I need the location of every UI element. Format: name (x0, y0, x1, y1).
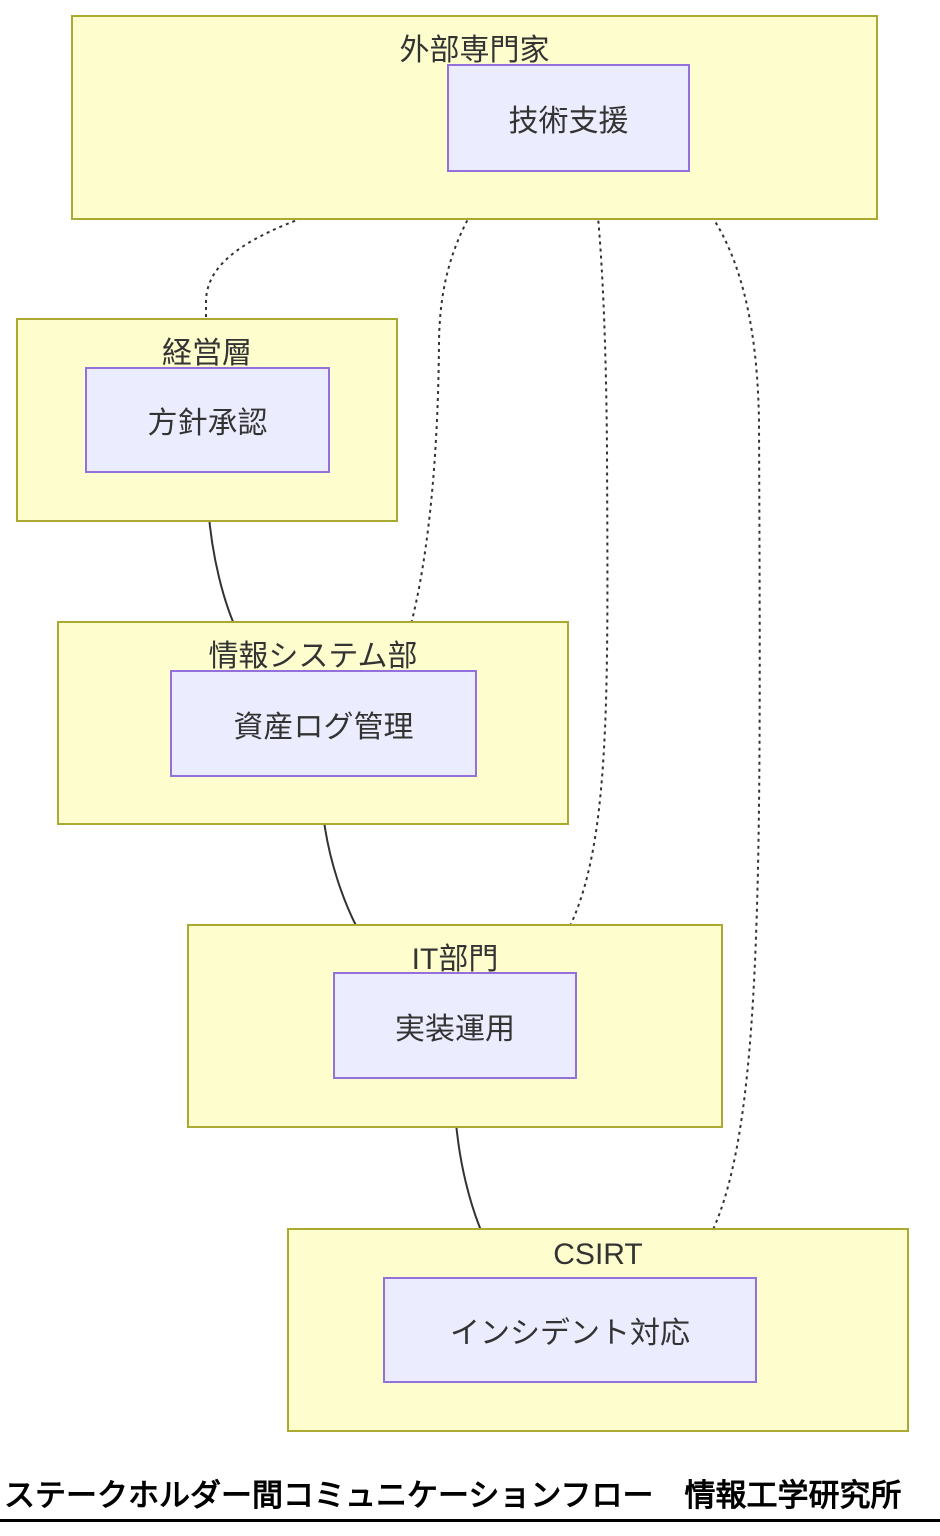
edge-tech-support-to-asset-log (398, 172, 498, 660)
node-asset-log-management: 資産ログ管理 (170, 670, 477, 777)
edge-tech-support-to-incident-response (668, 170, 761, 1269)
node-technical-support: 技術支援 (447, 64, 690, 172)
group-title-external-experts: 外部専門家 (399, 34, 550, 67)
edge-tech-support-to-implementation (547, 171, 609, 962)
group-title-information-systems-dept: 情報システム部 (208, 640, 418, 673)
group-title-it-department: IT部門 (411, 943, 499, 976)
node-implementation-operation: 実装運用 (333, 972, 577, 1079)
group-title-csirt: CSIRT (553, 1238, 643, 1271)
diagram-footer-caption: ステークホルダー間コミュニケーションフロー 情報工学研究所 (4, 1478, 902, 1513)
diagram-footer-rule: ステークホルダー間コミュニケーションフロー 情報工学研究所 (0, 1476, 940, 1522)
group-title-management: 経営層 (162, 337, 252, 370)
node-incident-response: インシデント対応 (383, 1277, 757, 1383)
node-policy-approval: 方針承認 (85, 367, 330, 473)
